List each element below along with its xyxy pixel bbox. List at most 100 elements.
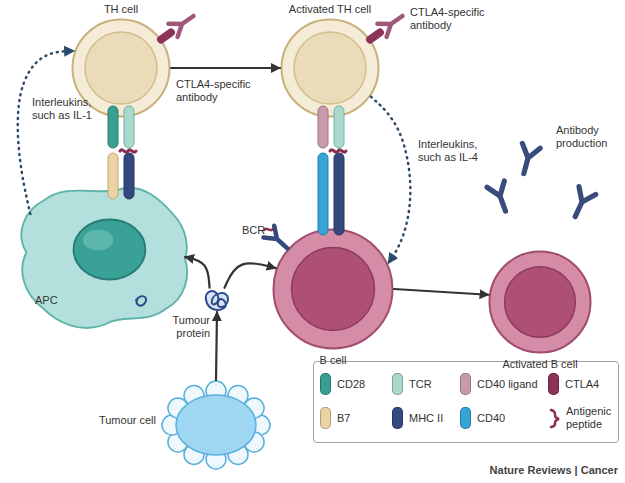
credit-line: Nature Reviews | Cancer xyxy=(440,464,618,477)
legend-entry: B7 xyxy=(320,404,388,432)
legend-swatch xyxy=(460,407,471,429)
membrane-bleb xyxy=(162,415,182,435)
flow-arrow xyxy=(216,312,217,380)
legend-swatch xyxy=(320,373,331,395)
cell-label: TH cell xyxy=(71,3,171,16)
legend-swatch xyxy=(320,407,331,429)
cd40-ligand-receptor xyxy=(318,106,328,148)
membrane-bleb xyxy=(244,432,264,452)
ctla4-antibody xyxy=(377,9,407,36)
legend-swatch xyxy=(392,373,403,395)
nucleus-highlight xyxy=(83,230,113,251)
membrane-bleb xyxy=(244,398,264,418)
cell-membrane xyxy=(490,252,591,353)
receptor-pair xyxy=(318,106,346,235)
t-cell: TH cell xyxy=(71,18,171,118)
nucleus xyxy=(85,32,157,104)
cell-label: APC xyxy=(35,294,75,307)
peptide-sample xyxy=(551,410,559,427)
cell-outline xyxy=(488,250,592,354)
cd40-receptor xyxy=(318,153,328,235)
part-label: Antibody production xyxy=(556,124,622,150)
mhc-ii-receptor xyxy=(124,153,134,199)
edge-label: Interleukins, such as IL-4 xyxy=(418,138,490,164)
legend-swatch xyxy=(548,373,559,395)
legend-text: TCR xyxy=(409,378,432,391)
tumour-body xyxy=(176,395,256,455)
cell-outline xyxy=(202,286,232,312)
legend-swatch xyxy=(392,407,403,429)
cell-label: Tumour protein xyxy=(164,314,210,340)
legend-entry: TCR xyxy=(392,370,458,398)
protein-blob: Tumour protein xyxy=(202,286,232,312)
membrane-bleb xyxy=(206,381,226,401)
cell-membrane xyxy=(274,230,393,349)
cell-outline xyxy=(71,18,171,118)
legend-swatch xyxy=(460,373,471,395)
flow-arrow xyxy=(225,263,276,287)
ctla4-receptor xyxy=(365,27,386,45)
protein-tangle xyxy=(206,291,228,310)
bcr-receptor xyxy=(263,226,292,255)
flow-arrow xyxy=(185,257,210,288)
membrane-bleb xyxy=(168,398,188,418)
membrane-bleb xyxy=(206,449,226,469)
legend-text: CTLA4 xyxy=(565,378,599,391)
cell-label: Activated B cell xyxy=(480,358,600,371)
cell-outline xyxy=(280,18,380,118)
part-label: CTLA4-specific antibody xyxy=(410,6,510,32)
edge-label: Interleukins, such as IL-1 xyxy=(32,96,104,122)
t-cell: Activated TH cell xyxy=(280,18,380,118)
cell-label: Activated TH cell xyxy=(270,3,390,16)
cell-label: Tumour cell xyxy=(86,414,156,427)
cd28-receptor xyxy=(108,106,118,148)
legend-entry: MHC II xyxy=(392,404,458,432)
antigenic-peptide xyxy=(120,150,136,152)
membrane-bleb xyxy=(228,444,248,464)
legend-text: CD40 xyxy=(477,412,505,425)
cell-outline xyxy=(15,182,185,332)
cell-membrane xyxy=(73,20,170,117)
legend-entry: Antigenic peptide xyxy=(548,404,618,432)
membrane-bleb xyxy=(184,444,204,464)
antigenic-peptide xyxy=(330,150,346,152)
legend-text: B7 xyxy=(337,412,350,425)
b-cell: B cell xyxy=(272,228,394,350)
tcr-receptor xyxy=(334,106,344,148)
antibody xyxy=(567,187,596,221)
nucleus xyxy=(505,267,576,338)
membrane-bleb xyxy=(250,415,270,435)
apc-cell: APC xyxy=(15,182,185,332)
legend-text: CD40 ligand xyxy=(477,378,538,391)
receptor-pair xyxy=(108,106,136,199)
legend-entry: CTLA4 xyxy=(548,370,618,398)
cell-outline xyxy=(160,380,272,470)
b-cell: Activated B cell xyxy=(488,250,592,354)
cell-membrane xyxy=(282,20,379,117)
ctla4-receptor xyxy=(156,27,177,45)
apc-membrane xyxy=(21,188,187,328)
part-label: CTLA4-specific antibody xyxy=(176,78,266,104)
flow-arrow xyxy=(171,67,280,69)
membrane-bleb xyxy=(184,386,204,406)
legend-text: Antigenic peptide xyxy=(566,405,618,431)
legend-text: MHC II xyxy=(409,412,443,425)
flow-arrow xyxy=(394,289,489,295)
legend-entry: CD28 xyxy=(320,370,388,398)
part-label: BCR xyxy=(242,224,272,237)
protein-fragment xyxy=(136,296,146,305)
nucleus xyxy=(294,32,366,104)
legend-text: CD28 xyxy=(337,378,365,391)
tcr-receptor xyxy=(124,106,134,148)
antibody xyxy=(487,181,514,214)
nucleus xyxy=(74,220,146,280)
mhc-ii-receptor xyxy=(334,153,344,235)
membrane-bleb xyxy=(228,386,248,406)
b7-receptor xyxy=(108,153,118,199)
membrane-bleb xyxy=(168,432,188,452)
signal-arrow xyxy=(18,51,74,214)
tumour-cell: Tumour cell xyxy=(160,380,272,470)
cell-outline xyxy=(272,228,394,350)
antigenic-peptide xyxy=(264,229,273,231)
